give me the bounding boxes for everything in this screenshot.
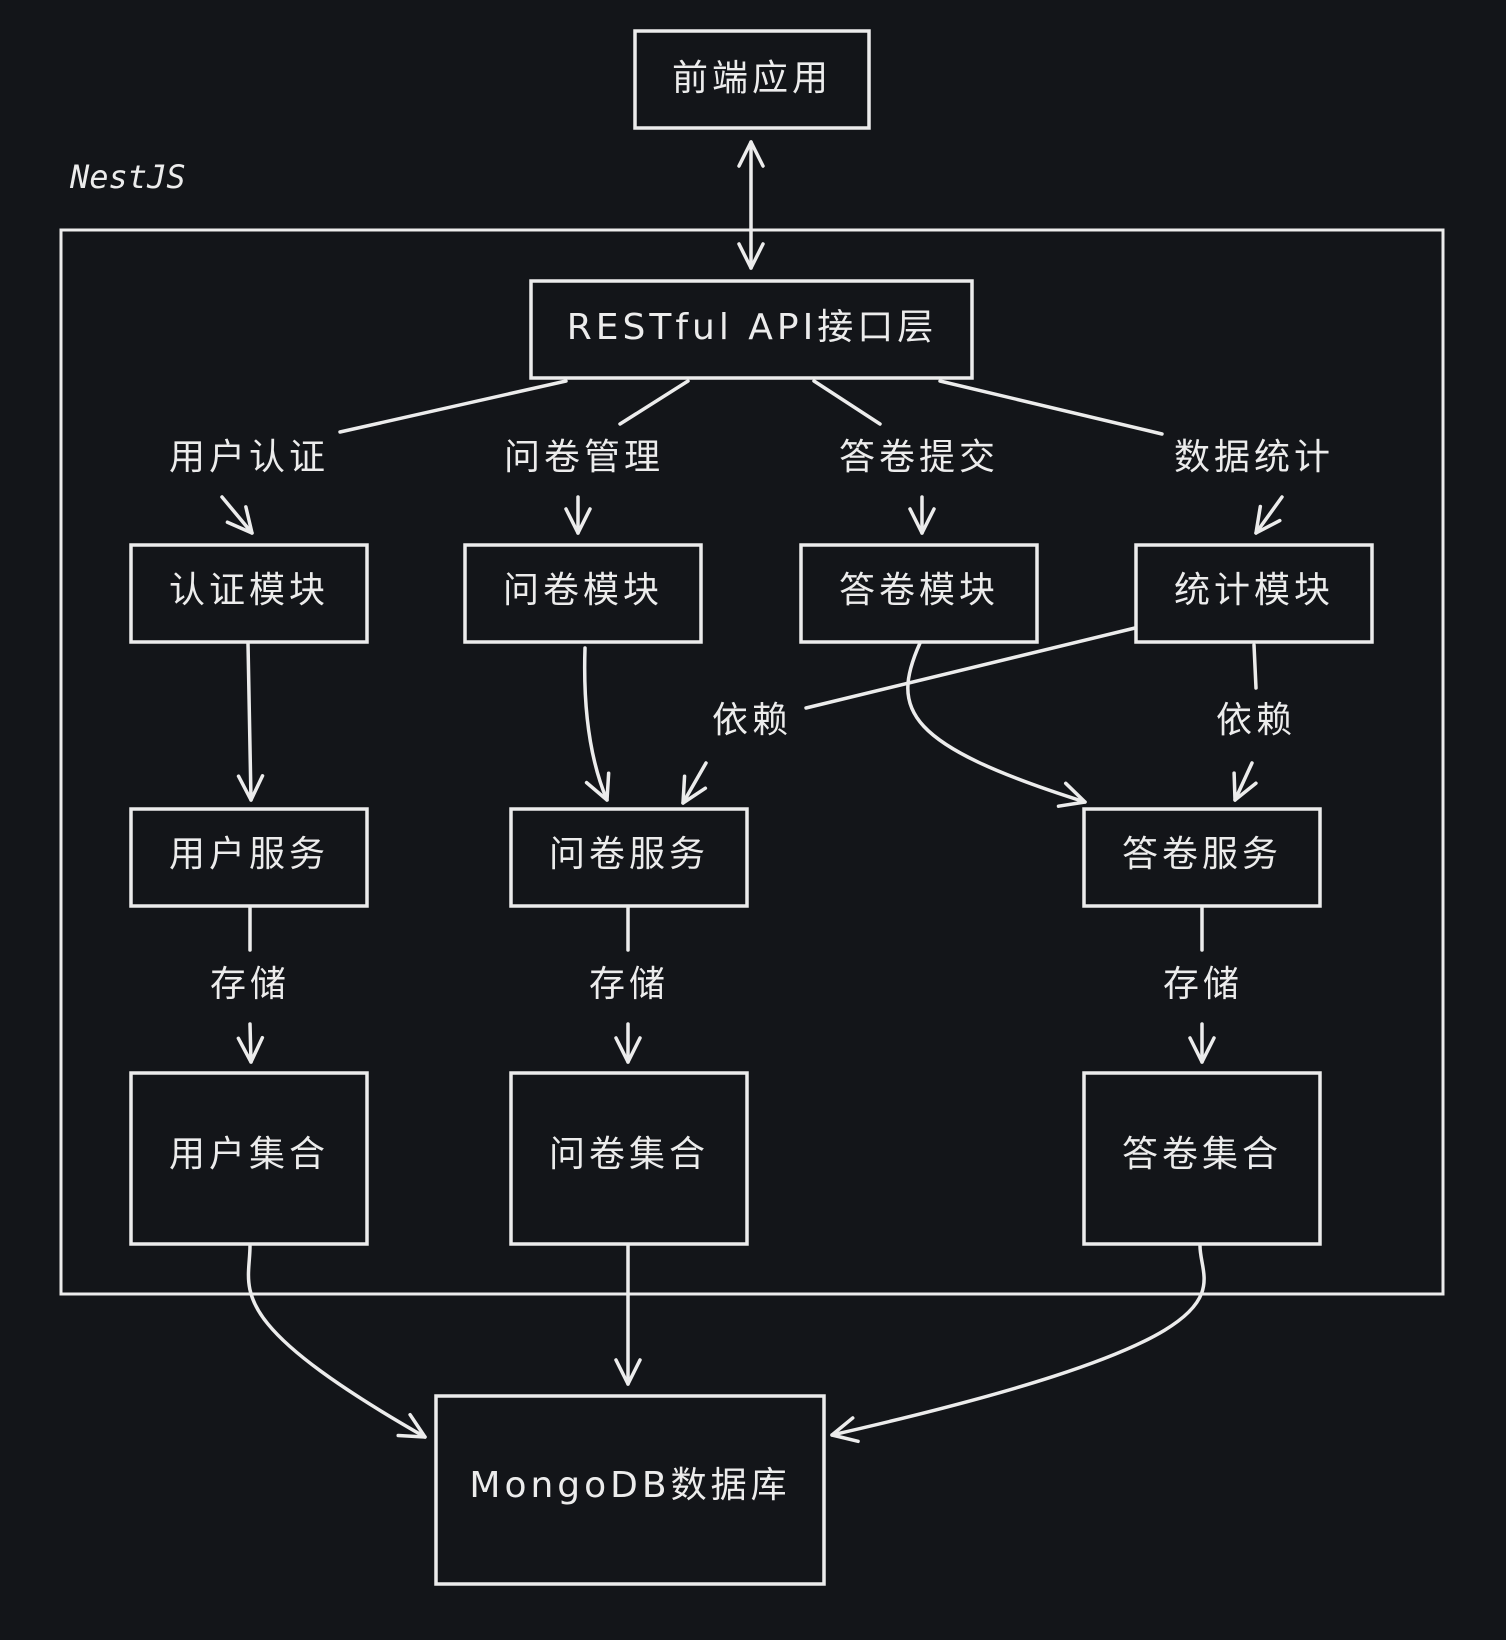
- edge-label-survey-store: 存储: [589, 964, 669, 1005]
- stats-dep-line-b: [1252, 643, 1258, 690]
- api-layer-node-label: RESTful API接口层: [567, 307, 938, 348]
- survey-module-to-survey-service: [582, 646, 611, 802]
- api-stats-line: [938, 379, 1164, 436]
- user-service-node-label: 用户服务: [169, 834, 329, 875]
- edge-label-user-auth: 用户认证: [169, 437, 329, 478]
- auth-module-node: [129, 543, 369, 644]
- survey-module-node: [463, 543, 703, 644]
- frontend-node: [633, 29, 871, 130]
- auth-module-node-label: 认证模块: [169, 570, 329, 611]
- answer-collection-node-label: 答卷集合: [1122, 1134, 1282, 1175]
- answer-collection-to-db: [830, 1244, 1206, 1444]
- stats-module-node: [1134, 543, 1374, 644]
- nestjs-label: NestJS: [69, 158, 186, 196]
- user-store-arrow: [236, 1022, 265, 1064]
- edge-label-answer-store: 存储: [1163, 964, 1243, 1005]
- edge-label-user-store: 存储: [210, 964, 290, 1005]
- stats-module-node-label: 统计模块: [1174, 570, 1334, 611]
- api-answer-line: [812, 379, 882, 426]
- api-layer-node: [529, 279, 974, 380]
- database-node-label: MongoDB数据库: [469, 1465, 790, 1506]
- auth-label-arrow: [220, 495, 254, 535]
- edge-label-depends-answer: 依赖: [1216, 700, 1296, 741]
- stats-dep-arrow-a: [681, 761, 708, 805]
- answer-collection-node: [1082, 1071, 1322, 1246]
- user-collection-node: [129, 1071, 369, 1246]
- survey-service-node-label: 问卷服务: [549, 834, 709, 875]
- answer-module-node-label: 答卷模块: [839, 570, 999, 611]
- user-service-node: [129, 807, 369, 908]
- survey-service-node: [509, 807, 749, 908]
- auth-module-to-user-service: [236, 641, 265, 802]
- user-collection-node-label: 用户集合: [169, 1134, 329, 1175]
- answer-module-node: [799, 543, 1039, 644]
- edge-label-data-stats: 数据统计: [1174, 437, 1334, 478]
- answer-service-node: [1082, 807, 1322, 908]
- answer-service-node-label: 答卷服务: [1122, 834, 1282, 875]
- api-auth-line: [338, 379, 568, 434]
- edge-label-depends-survey: 依赖: [712, 700, 792, 741]
- edge-label-survey-manage: 问卷管理: [504, 437, 664, 478]
- edge-label-answer-submit: 答卷提交: [839, 437, 999, 478]
- survey-collection-node-label: 问卷集合: [549, 1134, 709, 1175]
- survey-module-node-label: 问卷模块: [503, 570, 663, 611]
- frontend-node-label: 前端应用: [672, 58, 832, 99]
- user-collection-to-db: [246, 1244, 427, 1439]
- answer-module-to-answer-service: [906, 641, 1087, 808]
- survey-collection-node: [509, 1071, 749, 1246]
- stats-dep-arrow-b: [1232, 761, 1258, 802]
- stats-dep-line-a: [804, 626, 1137, 710]
- stats-label-arrow: [1254, 495, 1284, 535]
- database-node: [434, 1394, 826, 1586]
- api-survey-line: [618, 379, 690, 426]
